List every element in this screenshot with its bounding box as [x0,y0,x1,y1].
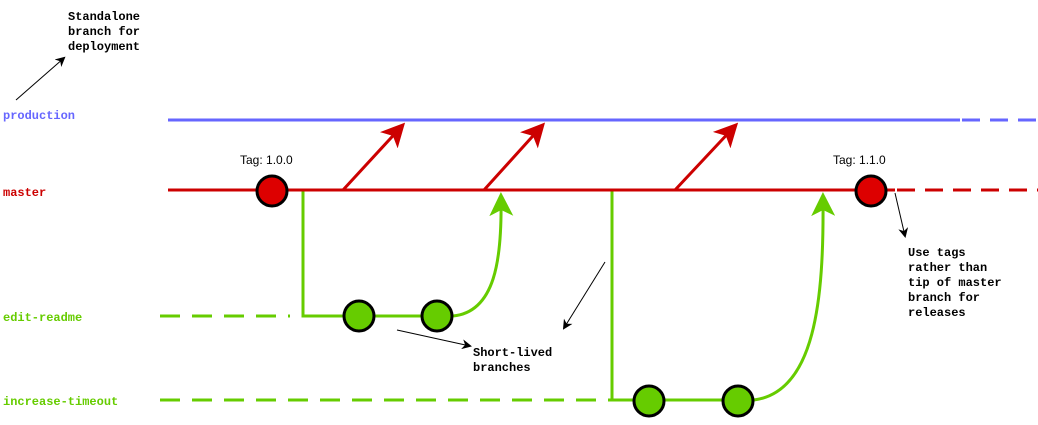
commit-increase-timeout-1 [632,384,666,418]
note-use-tags-line-2: rather than [908,261,987,275]
branch-label-edit-readme: edit-readme [3,311,82,325]
note-standalone-line-3: deployment [68,40,140,54]
note-standalone: Standalone branch for deployment [68,10,147,54]
edit-readme-fork [301,191,343,318]
tag-label-1-1-0: Tag: 1.1.0 [833,153,886,167]
note-short-lived: Short-lived branches [473,346,559,375]
commit-edit-readme-2 [420,299,454,333]
note-use-tags-line-1: Use tags [908,246,966,260]
increase-timeout-fork [610,191,633,402]
deploy-arrow-1 [341,122,406,192]
edit-readme-merge [452,192,514,318]
note-standalone-line-2: branch for [68,25,140,39]
deploy-arrow-3 [673,122,739,192]
note-use-tags-pointer [894,192,909,238]
note-standalone-line-1: Standalone [68,10,140,24]
commit-increase-timeout-2 [721,384,755,418]
commit-edit-readme-1 [342,299,376,333]
branch-label-production: production [3,109,75,123]
increase-timeout-merge [753,192,836,402]
commit-tag-1-1-0 [854,174,888,208]
note-short-lived-line-1: Short-lived [473,346,552,360]
commit-tag-1-0-0 [255,174,289,208]
note-use-tags-line-5: releases [908,306,966,320]
note-standalone-pointer [15,56,66,101]
note-short-lived-pointer-left [396,329,472,350]
note-short-lived-line-2: branches [473,361,531,375]
edit-readme-branch [160,191,514,318]
tag-label-1-0-0: Tag: 1.0.0 [240,153,293,167]
note-use-tags-line-3: tip of master [908,276,1002,290]
deploy-arrows [341,122,739,192]
note-short-lived-pointer-right [562,261,606,330]
deploy-arrow-2 [482,122,546,192]
branch-label-master: master [3,186,46,200]
branch-label-increase-timeout: increase-timeout [3,395,118,409]
note-use-tags-line-4: branch for [908,291,980,305]
increase-timeout-branch [160,191,836,402]
note-use-tags: Use tags rather than tip of master branc… [908,246,1009,320]
